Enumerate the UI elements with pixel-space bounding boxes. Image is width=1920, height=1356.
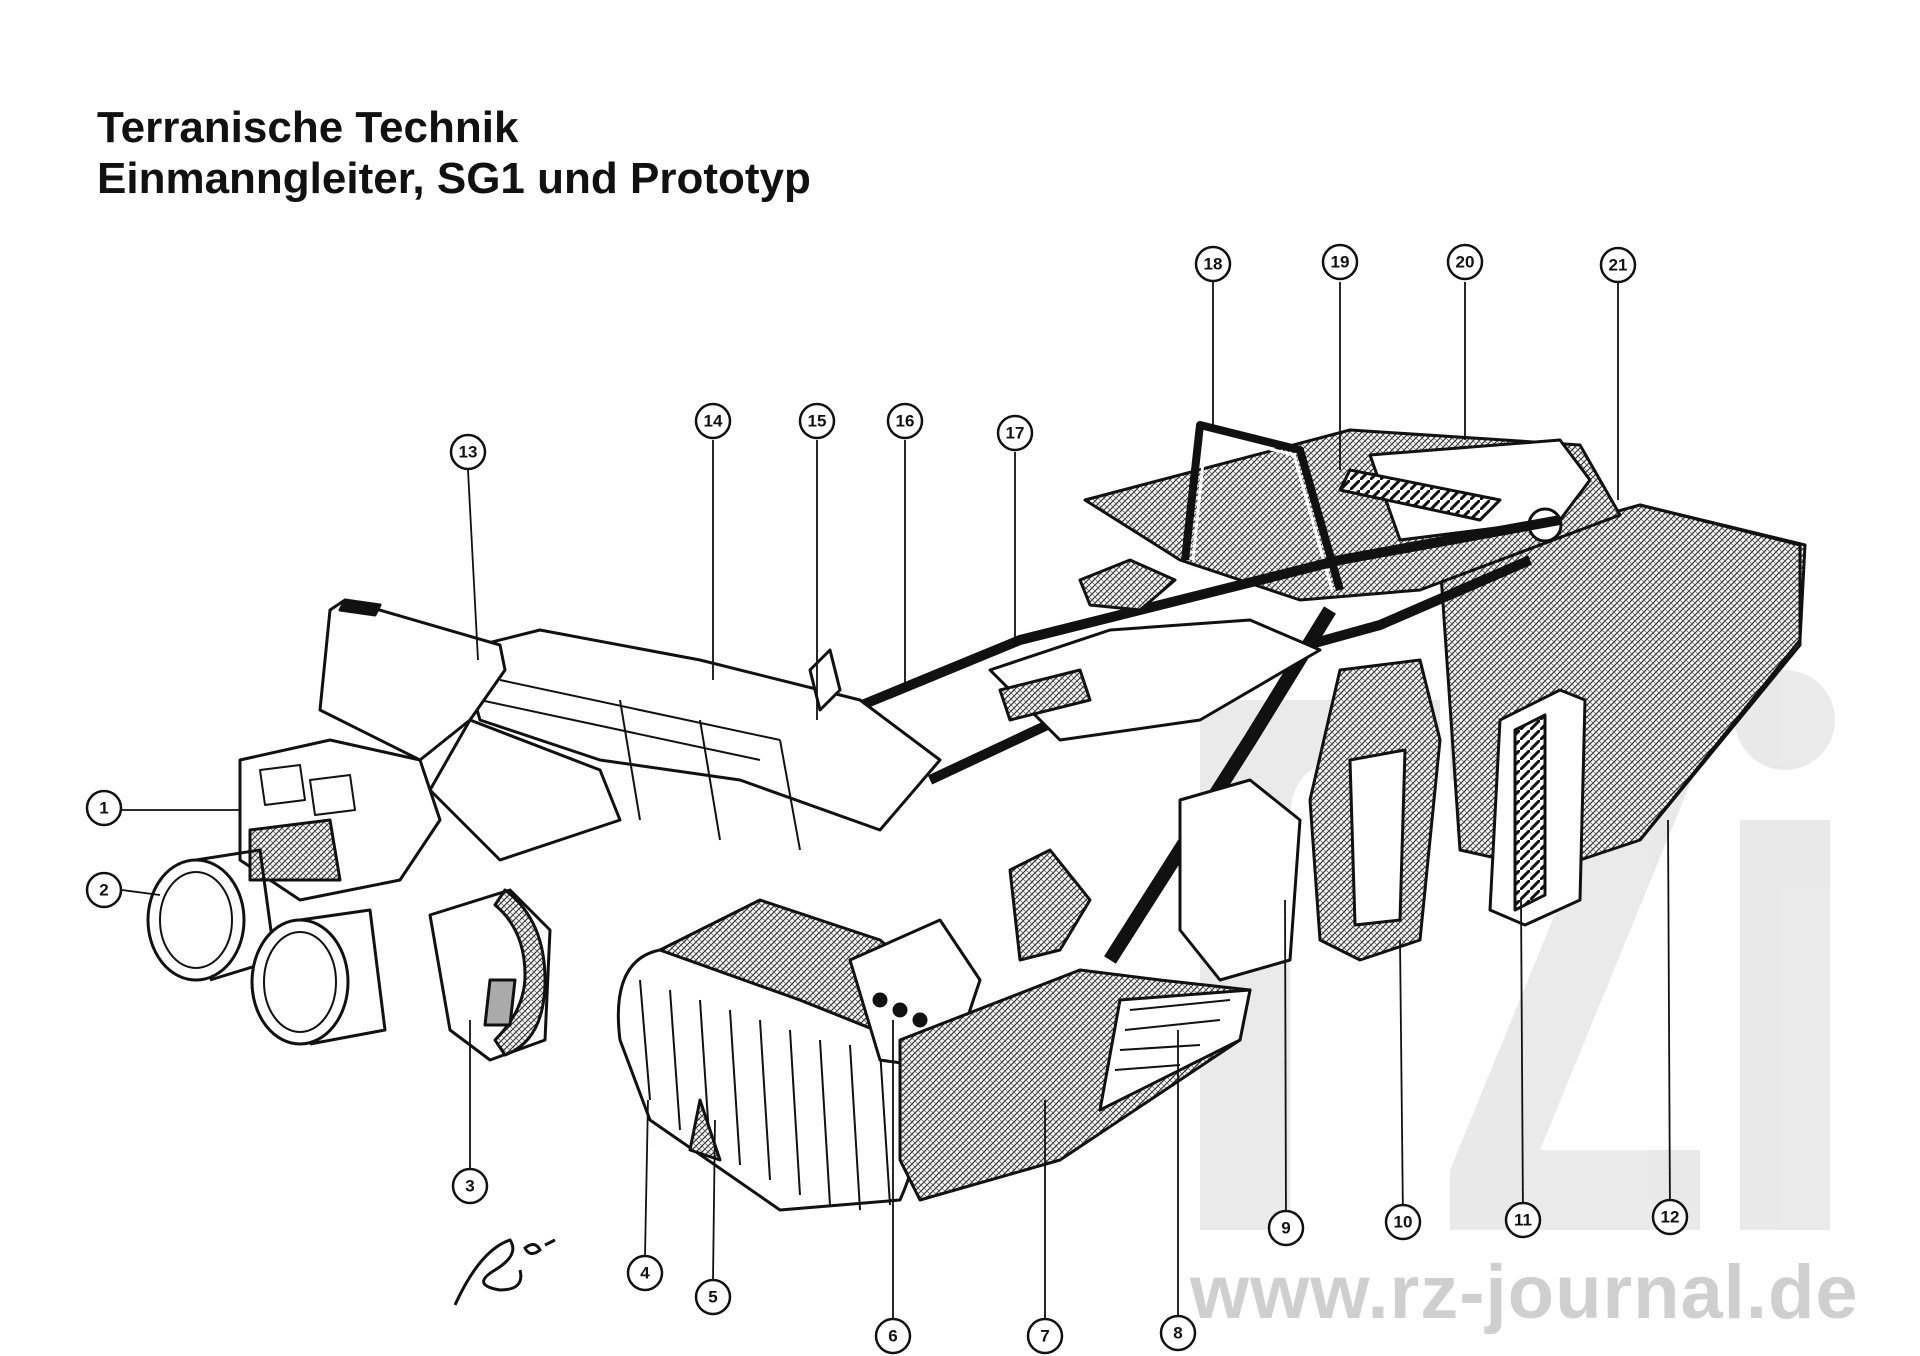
svg-text:21: 21 xyxy=(1609,256,1628,275)
svg-text:18: 18 xyxy=(1204,255,1223,274)
svg-text:2: 2 xyxy=(99,881,108,900)
svg-text:12: 12 xyxy=(1661,1208,1680,1227)
callout-5: 5 xyxy=(694,1278,732,1316)
svg-text:17: 17 xyxy=(1006,424,1025,443)
callout-9: 9 xyxy=(1267,1209,1305,1247)
svg-text:1: 1 xyxy=(99,799,108,818)
svg-text:19: 19 xyxy=(1331,253,1350,272)
artist-signature xyxy=(453,1238,556,1306)
diagram-title-line1: Terranische Technik xyxy=(97,103,519,152)
callout-12: 12 xyxy=(1651,1198,1689,1236)
callout-19: 19 xyxy=(1321,243,1359,281)
svg-text:6: 6 xyxy=(888,1327,897,1346)
svg-text:10: 10 xyxy=(1394,1213,1413,1232)
vehicle-body xyxy=(146,421,1807,1212)
callout-4: 4 xyxy=(626,1254,664,1292)
callout-17: 17 xyxy=(996,414,1034,452)
watermark-url: www.rz-journal.de xyxy=(1189,1250,1859,1335)
callout-16: 16 xyxy=(886,402,924,440)
diagram-title-line2: Einmanngleiter, SG1 und Prototyp xyxy=(97,154,811,203)
callout-18: 18 xyxy=(1194,245,1232,283)
callout-15: 15 xyxy=(798,402,836,440)
svg-text:11: 11 xyxy=(1514,1211,1532,1230)
callout-21: 21 xyxy=(1599,246,1637,284)
svg-text:8: 8 xyxy=(1173,1324,1182,1343)
callout-14: 14 xyxy=(694,402,732,440)
leader-lines xyxy=(121,282,1671,1333)
svg-text:7: 7 xyxy=(1040,1327,1049,1346)
svg-text:3: 3 xyxy=(465,1177,474,1196)
callout-3: 3 xyxy=(451,1167,489,1205)
svg-text:9: 9 xyxy=(1281,1219,1290,1238)
callout-1: 1 xyxy=(85,789,123,827)
svg-text:5: 5 xyxy=(708,1288,717,1307)
callout-13: 13 xyxy=(449,433,487,471)
callout-2: 2 xyxy=(85,871,123,909)
callout-markers: 1 2 3 4 5 6 7 8 9 10 11 12 13 14 15 16 1… xyxy=(85,243,1689,1355)
svg-text:20: 20 xyxy=(1456,253,1475,272)
callout-6: 6 xyxy=(874,1317,912,1355)
svg-text:4: 4 xyxy=(640,1264,650,1283)
callout-7: 7 xyxy=(1026,1317,1064,1355)
svg-text:14: 14 xyxy=(704,412,723,431)
callout-11: 11 xyxy=(1504,1201,1542,1239)
callout-8: 8 xyxy=(1159,1314,1197,1352)
svg-text:15: 15 xyxy=(808,412,827,431)
svg-text:16: 16 xyxy=(896,412,915,431)
callout-10: 10 xyxy=(1384,1203,1422,1241)
svg-text:13: 13 xyxy=(459,443,478,462)
callout-20: 20 xyxy=(1446,243,1484,281)
